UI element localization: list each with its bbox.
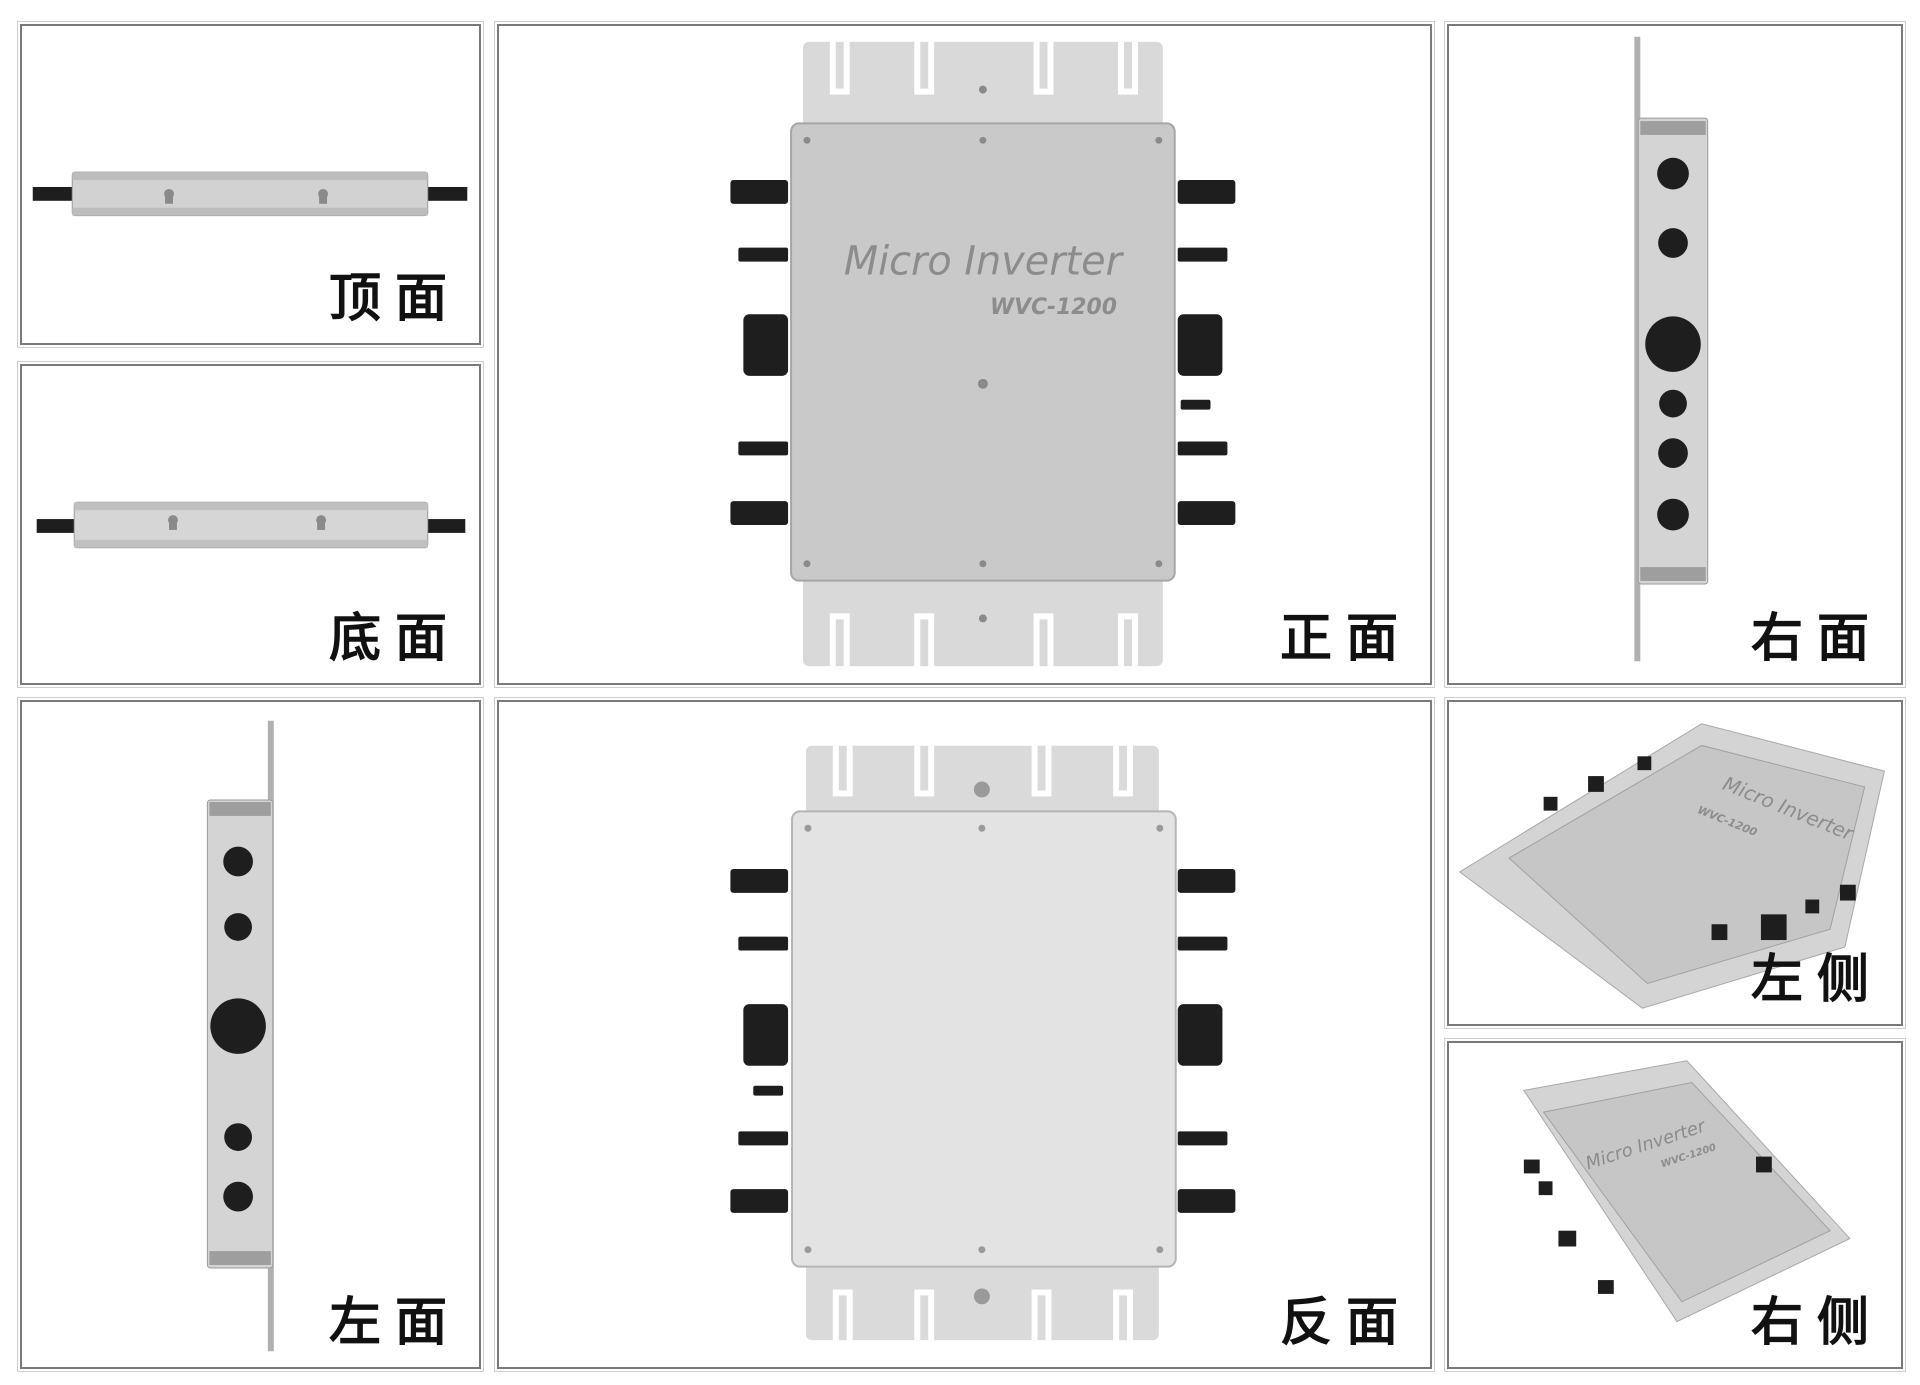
panel-top-view: 顶面 (17, 21, 484, 348)
view-label-back: 反面 (1279, 1293, 1412, 1353)
panel-left-view: 左面 (17, 697, 484, 1372)
view-label-left: 左面 (328, 1293, 461, 1353)
view-label-front: 正面 (1279, 609, 1412, 669)
panel-right-side-view: Micro Inverter WVC-1200 右侧 (1444, 1038, 1906, 1372)
panel-bottom-view: 底面 (17, 361, 484, 688)
view-label-top: 顶面 (328, 269, 461, 329)
front-model-text: WVC-1200 (990, 295, 1117, 320)
front-view-image: Micro Inverter WVC-1200 (730, 41, 1236, 667)
left-view-image (206, 720, 274, 1352)
bottom-view-image (36, 501, 466, 549)
right-side-view-image: Micro Inverter WVC-1200 (1523, 1060, 1851, 1323)
view-label-left-side: 左侧 (1750, 950, 1883, 1010)
panel-front-view: Micro Inverter WVC-1200 正面 (494, 21, 1435, 688)
panel-back-view: 反面 (494, 697, 1435, 1372)
right-view-image (1634, 36, 1709, 662)
top-view-image (32, 171, 468, 217)
panel-right-view: 右面 (1444, 21, 1906, 688)
left-side-view-image: Micro Inverter WVC-1200 (1458, 723, 1885, 1009)
view-label-right: 右面 (1750, 609, 1883, 669)
back-view-image (730, 745, 1236, 1341)
view-label-bottom: 底面 (328, 609, 461, 669)
panel-left-side-view: Micro Inverter WVC-1200 左侧 (1444, 697, 1906, 1029)
view-label-right-side: 右侧 (1750, 1293, 1883, 1353)
front-brand-text: Micro Inverter (844, 238, 1125, 284)
